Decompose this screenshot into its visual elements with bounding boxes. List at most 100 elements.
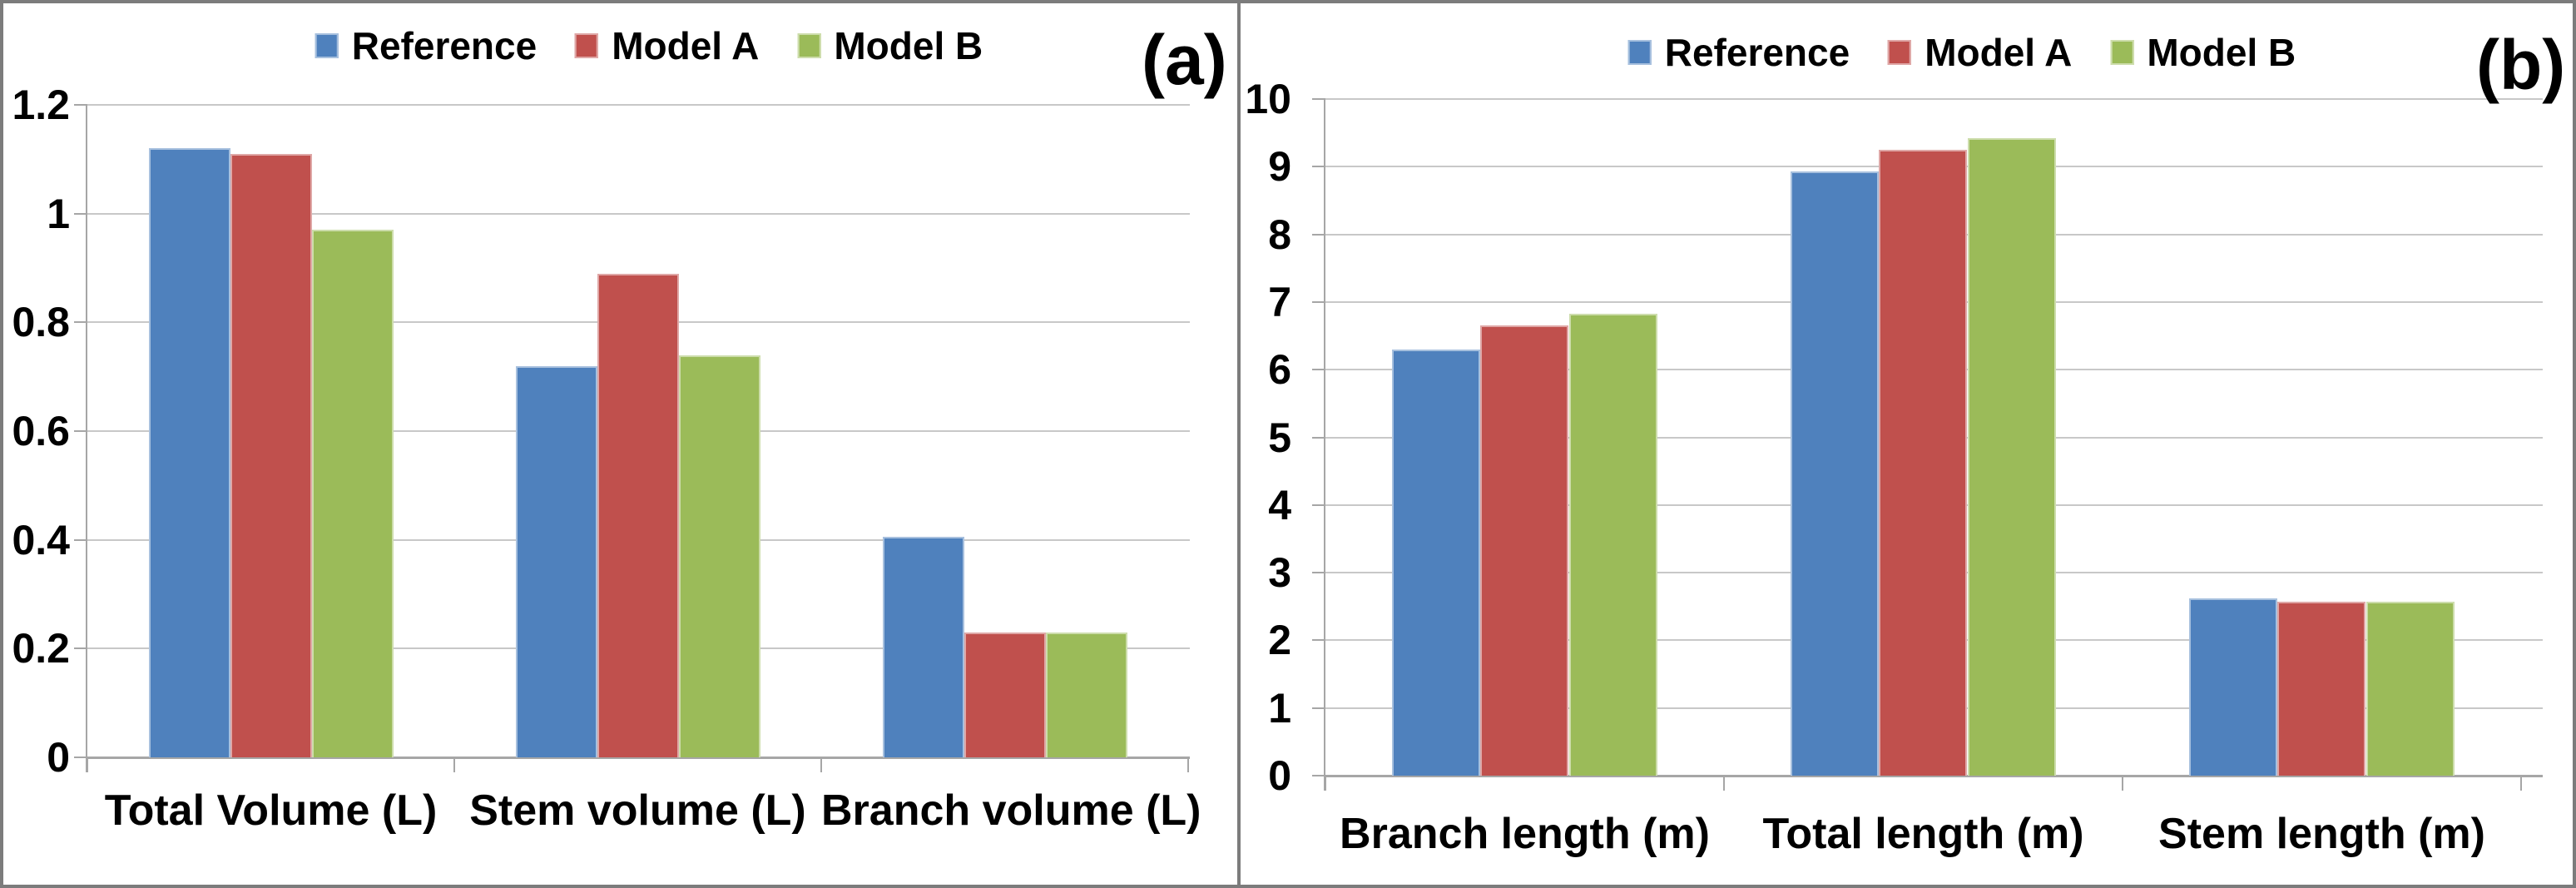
x-category-label: Total length (m) <box>1762 810 2084 858</box>
y-axis-tick <box>1312 166 1325 167</box>
bar-reference-branch-volume-l- <box>883 537 964 757</box>
y-tick-label: 6 <box>1268 346 1291 393</box>
legend-label: Model B <box>2147 31 2296 74</box>
bar-reference-stem-length-m- <box>2189 598 2277 776</box>
bar-model-b-branch-length-m- <box>1569 314 1657 776</box>
y-axis-tick <box>1312 98 1325 100</box>
legend-swatch-icon <box>1888 40 1912 65</box>
legend-swatch-icon <box>575 33 599 58</box>
bar-model-b-total-volume-l- <box>312 230 394 757</box>
y-axis-tick <box>1312 301 1325 303</box>
y-axis-tick <box>74 757 87 758</box>
legend-label: Reference <box>351 24 537 67</box>
y-axis-tick <box>74 539 87 541</box>
legend-swatch-icon <box>315 33 339 58</box>
x-category-label: Branch volume (L) <box>821 786 1201 835</box>
y-axis-tick <box>1312 504 1325 506</box>
y-axis-line <box>1324 99 1325 791</box>
x-category-label: Total Volume (L) <box>104 786 438 835</box>
bar-model-b-stem-length-m- <box>2366 602 2455 776</box>
gridline <box>1325 98 2543 100</box>
y-tick-label: 0.8 <box>12 299 70 345</box>
y-tick-label: 2 <box>1268 617 1291 663</box>
y-axis-tick <box>1312 572 1325 573</box>
x-category-label: Stem length (m) <box>2158 810 2485 858</box>
x-axis-tick <box>453 759 455 772</box>
bar-model-a-stem-length-m- <box>2277 602 2365 776</box>
gridline <box>87 104 1190 106</box>
y-axis-tick <box>1312 639 1325 641</box>
legend-item-model-b: Model B <box>797 23 983 68</box>
y-tick-label: 1.2 <box>12 82 70 128</box>
gridline <box>87 213 1190 215</box>
legend-item-model-b: Model B <box>2110 30 2296 75</box>
legend-label: Model A <box>612 24 760 67</box>
x-axis-tick <box>820 759 822 772</box>
bar-reference-total-length-m- <box>1791 171 1879 776</box>
bar-reference-total-volume-l- <box>149 148 230 757</box>
y-axis-tick <box>74 430 87 432</box>
legend: Reference Model A Model B <box>1627 30 2296 75</box>
panel-label-1: (b) <box>2476 26 2566 104</box>
y-axis-tick <box>1312 707 1325 709</box>
y-tick-label: 0 <box>1268 752 1291 799</box>
x-axis-line <box>86 757 1190 759</box>
bar-model-a-total-volume-l- <box>230 154 312 757</box>
y-tick-label: 3 <box>1268 549 1291 596</box>
y-tick-label: 1 <box>47 191 70 237</box>
x-category-label: Branch length (m) <box>1340 810 1710 858</box>
legend-label: Model A <box>1925 31 2073 74</box>
legend-label: Model B <box>834 24 983 67</box>
legend-swatch-icon <box>1627 40 1652 65</box>
y-axis-tick <box>1312 369 1325 370</box>
legend-item-model-a: Model A <box>1888 30 2072 75</box>
y-tick-label: 0.4 <box>12 517 70 563</box>
legend: Reference Model A Model B <box>315 23 983 68</box>
bar-model-a-branch-volume-l- <box>964 633 1046 757</box>
bar-model-b-stem-volume-l- <box>679 355 760 757</box>
y-tick-label: 7 <box>1268 279 1291 325</box>
legend-swatch-icon <box>2110 40 2134 65</box>
legend-swatch-icon <box>797 33 821 58</box>
x-axis-line <box>1324 775 2543 777</box>
legend-item-model-a: Model A <box>575 23 759 68</box>
y-tick-label: 4 <box>1268 482 1291 528</box>
y-tick-label: 0.2 <box>12 625 70 672</box>
y-tick-label: 10 <box>1245 76 1291 122</box>
x-axis-tick <box>1187 759 1189 772</box>
legend-label: Reference <box>1664 31 1850 74</box>
bar-model-a-total-length-m- <box>1879 150 1967 776</box>
bar-model-b-total-length-m- <box>1968 138 2056 776</box>
legend-item-reference: Reference <box>1627 30 1850 75</box>
y-tick-label: 8 <box>1268 211 1291 258</box>
bar-model-a-stem-volume-l- <box>597 274 679 757</box>
x-category-label: Stem volume (L) <box>469 786 806 835</box>
legend-item-reference: Reference <box>315 23 537 68</box>
bar-reference-stem-volume-l- <box>516 366 597 757</box>
y-axis-tick <box>74 213 87 215</box>
y-axis-tick <box>74 647 87 649</box>
y-axis-tick <box>1312 234 1325 236</box>
bar-model-b-branch-volume-l- <box>1046 633 1127 757</box>
y-tick-label: 5 <box>1268 414 1291 461</box>
y-axis-tick <box>1312 775 1325 776</box>
y-tick-label: 0 <box>47 734 70 781</box>
y-axis-line <box>86 105 87 772</box>
y-tick-label: 0.6 <box>12 408 70 454</box>
y-tick-label: 1 <box>1268 685 1291 732</box>
x-axis-tick <box>1325 777 1326 791</box>
y-axis-tick <box>1312 437 1325 439</box>
y-tick-label: 9 <box>1268 143 1291 190</box>
panel-divider <box>1237 0 1241 888</box>
bar-reference-branch-length-m- <box>1392 350 1480 776</box>
x-axis-tick <box>1723 777 1725 791</box>
y-axis-tick <box>74 104 87 106</box>
y-axis-tick <box>74 321 87 323</box>
panel-label-0: (a) <box>1142 21 1227 99</box>
x-axis-tick <box>2122 777 2123 791</box>
x-axis-tick <box>87 759 88 772</box>
